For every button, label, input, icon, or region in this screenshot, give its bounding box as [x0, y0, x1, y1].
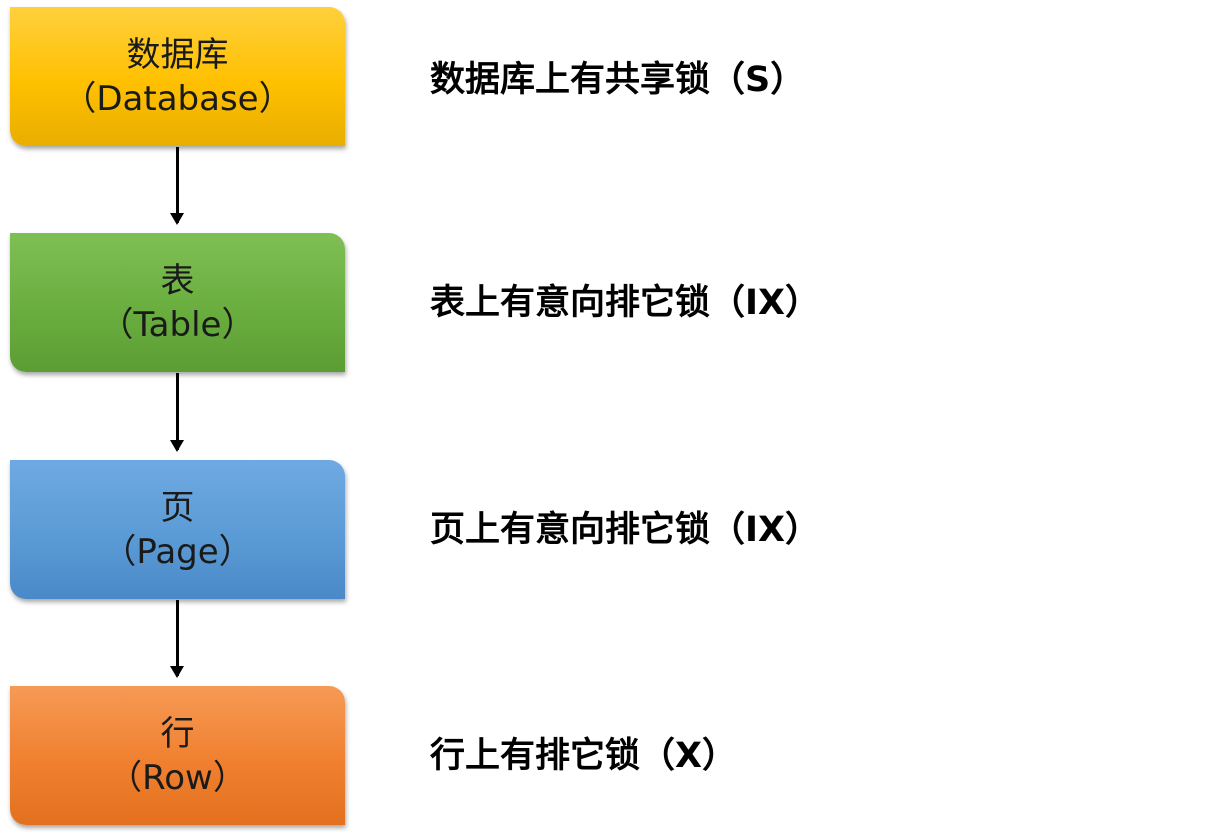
table-label: 表 — [160, 260, 195, 301]
page-box: 页 （Page） — [10, 460, 345, 599]
arrow-down-table-to-page — [170, 373, 184, 452]
table-lock-description: 表上有意向排它锁（IX） — [430, 283, 821, 323]
table-english-label: （Table） — [99, 304, 256, 345]
row-label: 行 — [160, 713, 195, 754]
page-label: 页 — [160, 487, 195, 528]
arrow-down-page-to-row — [170, 600, 184, 678]
row-lock-description: 行上有排它锁（X） — [430, 736, 737, 776]
database-lock-description: 数据库上有共享锁（S） — [430, 60, 806, 100]
database-english-label: （Database） — [62, 78, 293, 119]
row-box: 行 （Row） — [10, 686, 345, 825]
database-label: 数据库 — [126, 34, 229, 75]
row-english-label: （Row） — [108, 757, 247, 798]
database-box: 数据库 （Database） — [10, 7, 345, 146]
page-lock-description: 页上有意向排它锁（IX） — [430, 510, 821, 550]
arrow-down-database-to-table — [170, 147, 184, 225]
table-box: 表 （Table） — [10, 233, 345, 372]
page-english-label: （Page） — [102, 531, 253, 572]
